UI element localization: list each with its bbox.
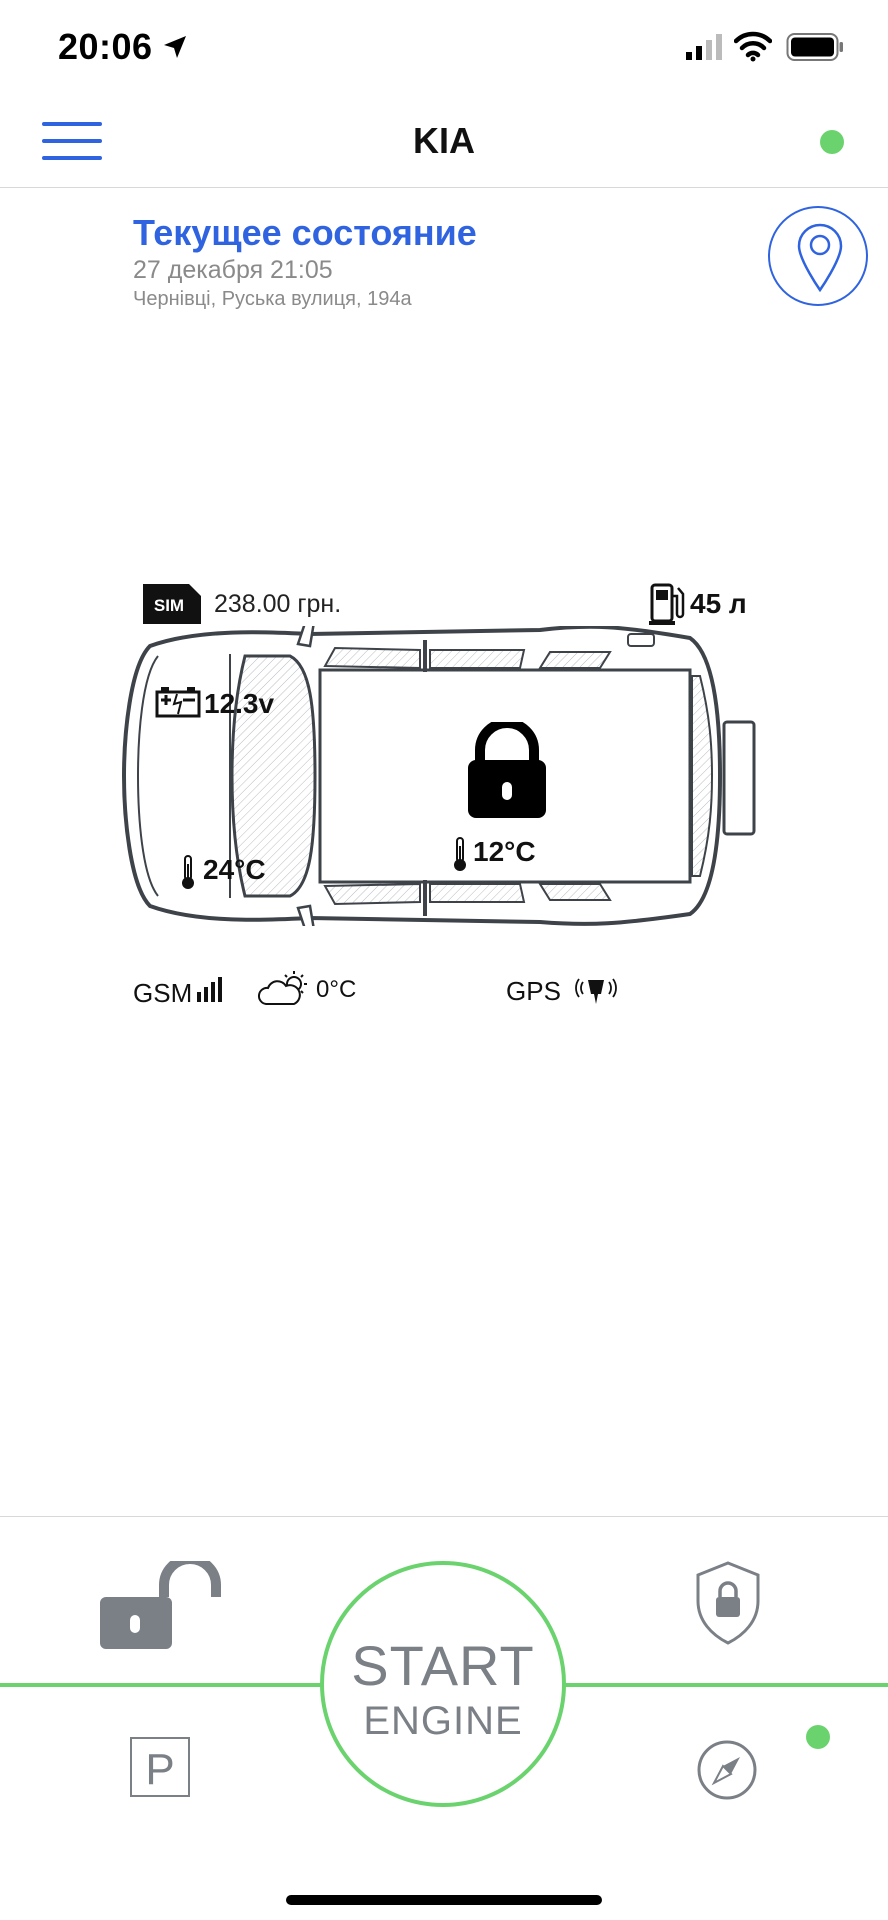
control-panel: START ENGINE P xyxy=(0,1516,888,1920)
engine-label: ENGINE xyxy=(363,1699,523,1743)
map-location-button[interactable] xyxy=(768,206,868,306)
sim-label: SIM xyxy=(154,596,184,615)
status-time: 20:06 xyxy=(58,26,153,67)
state-title: Текущее состояние xyxy=(133,212,477,253)
location-arrow-icon xyxy=(164,36,186,58)
outside-temperature: 0°C xyxy=(316,976,357,1003)
unlock-button[interactable] xyxy=(98,1554,222,1651)
fuel-pump-icon xyxy=(649,583,685,625)
locked-padlock-icon xyxy=(468,722,546,818)
navigation-status-dot xyxy=(806,1725,830,1749)
security-arm-button[interactable] xyxy=(694,1561,762,1645)
car-status-area: SIM 238.00 грн. 45 л xyxy=(0,570,888,1020)
compass-icon xyxy=(697,1740,757,1800)
fuel-level: 45 л xyxy=(690,588,747,619)
engine-temperature: 24°C xyxy=(203,854,266,885)
sim-balance: 238.00 грн. xyxy=(214,590,342,618)
map-pin-icon xyxy=(797,223,843,292)
wifi-icon xyxy=(734,31,772,62)
gsm-label: GSM xyxy=(133,978,193,1008)
thermometer-icon xyxy=(182,855,194,889)
app-header: KIA xyxy=(0,96,888,188)
home-indicator[interactable] xyxy=(286,1895,602,1905)
partly-cloudy-icon xyxy=(257,971,307,1005)
battery-icon xyxy=(786,33,843,61)
car-battery-icon xyxy=(155,687,201,718)
cabin-thermometer-icon xyxy=(454,837,466,871)
gps-label: GPS xyxy=(506,976,561,1006)
state-date: 27 декабря 21:05 xyxy=(133,256,333,284)
vehicle-title: KIA xyxy=(413,120,475,161)
gsm-signal-icon xyxy=(197,977,222,1002)
unlocked-padlock-icon xyxy=(100,1554,221,1649)
parking-label: P xyxy=(145,1745,175,1794)
compass-button[interactable] xyxy=(696,1739,758,1801)
sim-card-icon: SIM xyxy=(143,584,201,624)
start-engine-button[interactable]: START ENGINE xyxy=(320,1561,566,1807)
hamburger-menu-icon[interactable] xyxy=(42,120,102,162)
battery-voltage: 12.3v xyxy=(204,688,275,719)
shield-lock-icon xyxy=(696,1561,760,1645)
start-label: START xyxy=(351,1634,535,1697)
parking-button[interactable]: P xyxy=(130,1737,190,1797)
cabin-temperature: 12°C xyxy=(473,836,536,867)
cellular-signal-icon xyxy=(686,34,722,60)
state-address: Чернівці, Руська вулиця, 194а xyxy=(133,288,412,310)
gps-signal-icon xyxy=(575,978,617,1004)
connection-status-dot xyxy=(820,130,844,154)
status-bar: 20:06 xyxy=(0,0,888,96)
